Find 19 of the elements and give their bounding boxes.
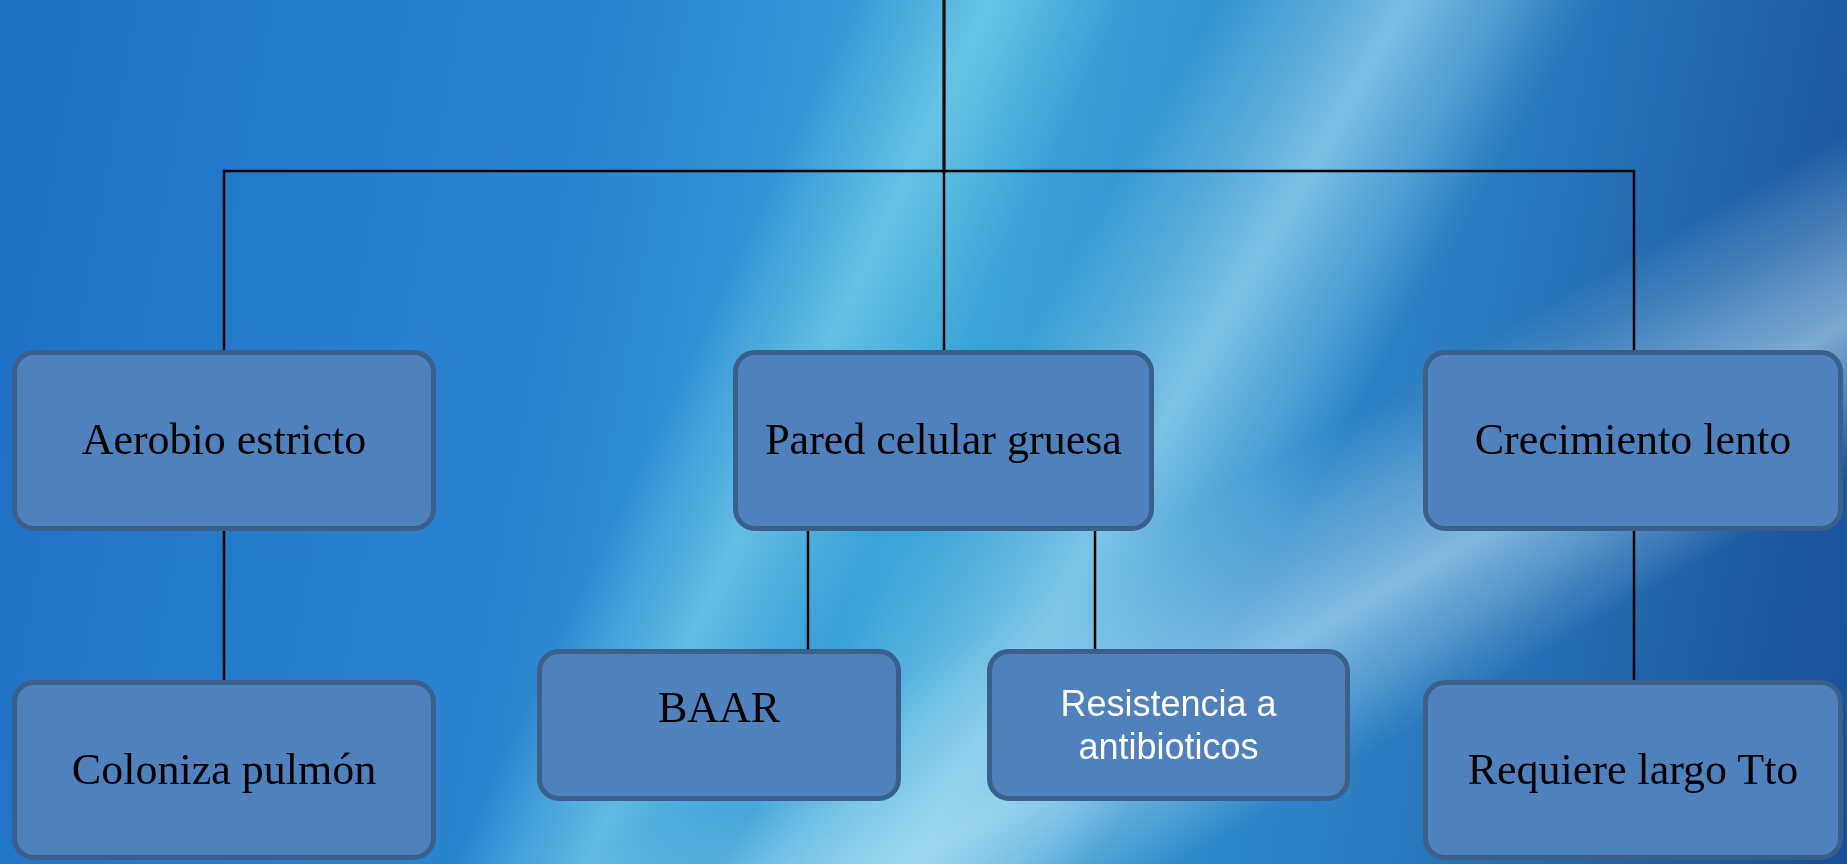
concept-box — [537, 649, 901, 801]
box-label: Resistencia a antibioticos — [1059, 681, 1278, 769]
box-label: Requiere largo Tto — [1467, 743, 1799, 796]
concept-box — [733, 350, 1154, 531]
connector-line — [1632, 531, 1636, 680]
concept-box — [1423, 350, 1843, 531]
box-label: Pared celular gruesa — [765, 414, 1122, 467]
concept-box — [1423, 680, 1843, 860]
connector-line — [222, 531, 226, 680]
connector-line — [1093, 531, 1097, 649]
concept-box — [12, 680, 436, 860]
box-label: Crecimiento lento — [1474, 414, 1792, 467]
connector-line — [806, 531, 810, 649]
connector-line — [942, 0, 1636, 350]
concept-box — [987, 649, 1350, 801]
box-label: Coloniza pulmón — [71, 743, 377, 796]
concept-box — [12, 350, 436, 531]
box-label: BAAR — [657, 682, 781, 734]
box-label: Aerobio estricto — [81, 414, 367, 467]
